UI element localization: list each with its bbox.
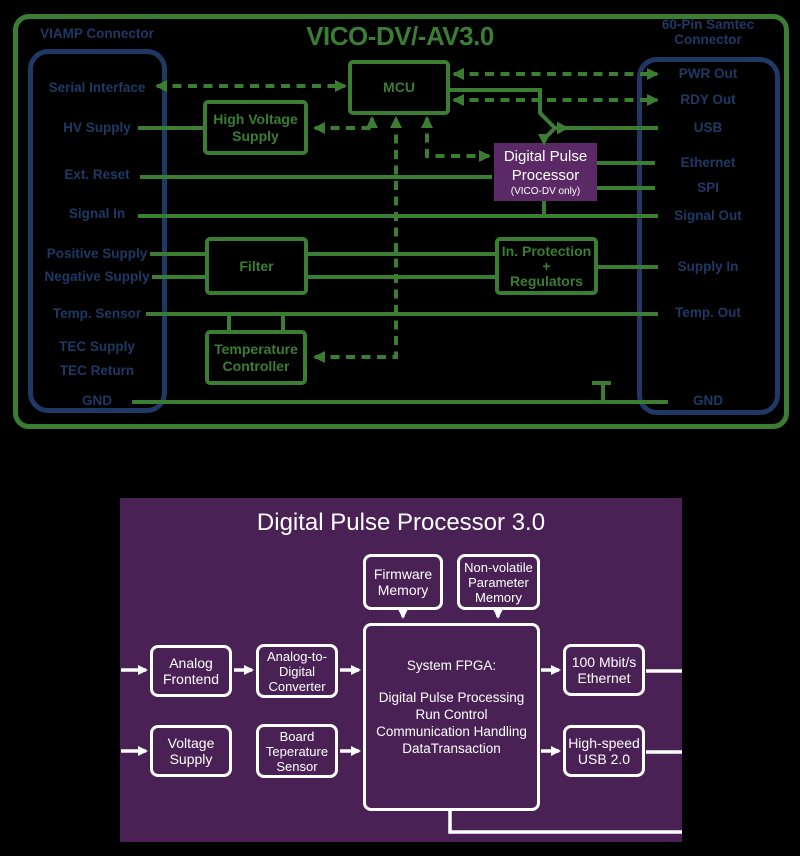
block-ethernet: 100 Mbit/s Ethernet bbox=[563, 644, 645, 696]
pin-gnd-left: GND bbox=[82, 393, 112, 408]
pin-negative-supply: Negative Supply bbox=[44, 269, 150, 284]
pin-temp-out: Temp. Out bbox=[675, 305, 741, 320]
block-mcu: MCU bbox=[348, 60, 450, 115]
block-filter-label: Filter bbox=[239, 257, 274, 274]
vico-board-outline bbox=[13, 14, 789, 429]
viamp-connector-label: VIAMP Connector bbox=[40, 26, 154, 41]
block-line: Firmware bbox=[373, 566, 433, 582]
samtec-connector-label: 60-Pin Samtec Connector bbox=[661, 17, 755, 47]
block-line: Converter bbox=[268, 678, 326, 694]
block-line: Frontend bbox=[162, 671, 220, 687]
block-voltage-supply: Voltage Supply bbox=[150, 725, 232, 777]
block-line: In. Protection bbox=[501, 242, 592, 259]
block-line: Controller bbox=[222, 357, 290, 374]
block-line: Parameter bbox=[468, 574, 529, 590]
block-line: Analog bbox=[169, 655, 213, 671]
samtec-connector-box bbox=[637, 57, 780, 415]
block-line: Digital bbox=[278, 663, 316, 679]
pin-rdy-out: RDY Out bbox=[680, 92, 736, 107]
pin-signal-out: Signal Out bbox=[674, 208, 742, 223]
block-line: Memory bbox=[475, 589, 522, 605]
block-in-protection-regulators: In. Protection + Regulators bbox=[495, 237, 598, 295]
block-line: Temperature bbox=[214, 340, 298, 357]
block-high-voltage-supply: High Voltage Supply bbox=[203, 100, 308, 155]
block-analog-frontend: Analog Frontend bbox=[150, 645, 232, 697]
block-line: High Voltage bbox=[213, 110, 298, 127]
block-line: High-speed bbox=[568, 735, 640, 751]
block-line: + bbox=[542, 257, 551, 274]
pin-ext-reset: Ext. Reset bbox=[64, 167, 130, 182]
fpga-line: Run Control bbox=[415, 707, 488, 722]
pin-gnd-right: GND bbox=[693, 393, 723, 408]
dpp-panel-title: Digital Pulse Processor 3.0 bbox=[256, 509, 546, 536]
block-line: 100 Mbit/s bbox=[571, 654, 637, 670]
block-line: Voltage bbox=[167, 735, 215, 751]
pin-serial-interface: Serial Interface bbox=[48, 80, 146, 95]
block-nonvolatile-parameter-memory: Non-volatile Parameter Memory bbox=[457, 554, 540, 610]
block-line: Memory bbox=[377, 582, 429, 598]
fpga-line: Digital Pulse Processing bbox=[378, 690, 525, 705]
pin-tec-return: TEC Return bbox=[59, 363, 135, 378]
pin-usb: USB bbox=[693, 120, 723, 135]
block-temperature-controller: Temperature Controller bbox=[205, 330, 307, 385]
block-line: Board bbox=[279, 728, 315, 744]
block-digital-pulse-processor: Digital Pulse Processor (VICO-DV only) bbox=[494, 143, 597, 201]
block-line: Ethernet bbox=[577, 670, 631, 686]
block-mcu-label: MCU bbox=[383, 79, 415, 95]
pin-positive-supply: Positive Supply bbox=[46, 246, 148, 261]
viamp-connector-box bbox=[28, 49, 167, 413]
pin-pwr-out: PWR Out bbox=[678, 66, 738, 81]
block-usb: High-speed USB 2.0 bbox=[563, 725, 645, 777]
block-line: Digital Pulse bbox=[503, 147, 588, 165]
pin-hv-supply: HV Supply bbox=[63, 120, 131, 135]
pin-supply-in: Supply In bbox=[677, 259, 739, 274]
block-line: Supply bbox=[169, 751, 213, 767]
fpga-line: Communication Handling bbox=[376, 724, 527, 739]
block-firmware-memory: Firmware Memory bbox=[363, 554, 443, 610]
fpga-line: DataTransaction bbox=[402, 741, 501, 756]
top-diagram-title: VICO-DV/-AV3.0 bbox=[306, 21, 494, 51]
block-line: Teperature bbox=[265, 743, 329, 759]
block-line: Non-volatile bbox=[464, 559, 533, 575]
block-system-fpga: System FPGA: Digital Pulse Processing Ru… bbox=[363, 623, 540, 811]
block-filter: Filter bbox=[205, 237, 308, 295]
block-line: Regulators bbox=[509, 272, 584, 289]
block-line: Sensor bbox=[276, 758, 318, 774]
block-note: (VICO-DV only) bbox=[510, 185, 581, 197]
block-analog-to-digital-converter: Analog-to- Digital Converter bbox=[256, 644, 338, 698]
pin-ethernet: Ethernet bbox=[680, 155, 736, 170]
block-line: Analog-to- bbox=[267, 648, 327, 664]
block-board-temperature-sensor: Board Teperature Sensor bbox=[256, 724, 338, 778]
block-line: USB 2.0 bbox=[577, 751, 631, 767]
block-line: Supply bbox=[232, 127, 279, 144]
pin-signal-in: Signal In bbox=[68, 206, 126, 221]
block-line: Processor bbox=[511, 166, 580, 184]
pin-spi: SPI bbox=[697, 180, 719, 195]
pin-tec-supply: TEC Supply bbox=[59, 339, 135, 354]
pin-temp-sensor: Temp. Sensor bbox=[52, 306, 142, 321]
fpga-heading: System FPGA: bbox=[406, 658, 497, 673]
